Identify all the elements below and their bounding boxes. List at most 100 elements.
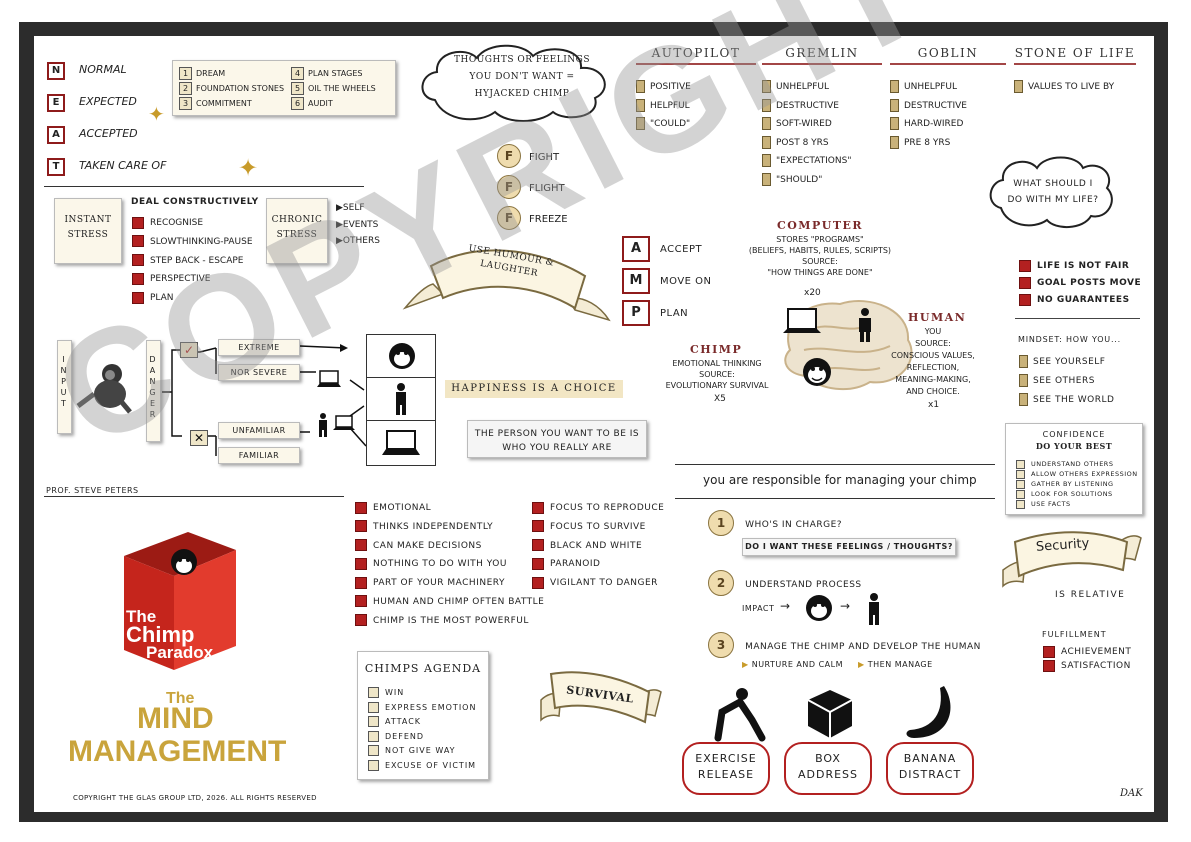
chronic-item: SELF [342, 203, 365, 213]
stage-label: AUDIT [308, 99, 333, 108]
extreme-card: EXTREME [218, 339, 300, 356]
chimp-line: SOURCE: [699, 370, 735, 379]
neat-label: ACCEPTED [79, 127, 138, 140]
confidence-item: ALLOW OTHERS EXPRESSION [1031, 470, 1138, 478]
deal-item: PLAN [150, 293, 174, 304]
step-1: 1 WHO'S IN CHARGE? [708, 510, 842, 536]
laptop-icon [382, 430, 420, 455]
laptop-icon [317, 370, 341, 387]
pill-line: BANANA [903, 752, 957, 765]
box-pill: BOX ADDRESS [784, 742, 872, 795]
column-title: GREMLIN [762, 46, 882, 65]
person-icon [859, 308, 871, 342]
fair-item: GOAL POSTS MOVE [1037, 278, 1142, 288]
outcome-stack [366, 334, 436, 466]
chimp-face-icon [803, 358, 831, 386]
chronic-list: ▶SELF ▶EVENTS ▶OTHERS [336, 203, 380, 246]
trait-item: BLACK AND WHITE [550, 540, 643, 551]
agenda-item: NOT GIVE WAY [385, 746, 456, 755]
neat-letter: N [47, 62, 65, 80]
mindset-item: SEE OTHERS [1033, 376, 1095, 386]
deal-item: STEP BACK - ESCAPE [150, 255, 244, 266]
pill-line: BOX [815, 752, 841, 765]
mind-word: MIND [137, 702, 214, 735]
thought-cloud-text: THOUGHTS OR FEELINGS YOU DON'T WANT = HY… [453, 55, 591, 99]
security-sub: IS RELATIVE [1055, 590, 1126, 600]
agenda-title: CHIMPS AGENDA [364, 662, 482, 675]
book-title-line: Paradox [146, 643, 214, 662]
copyright-line: COPYRIGHT THE GLAS GROUP LTD, 2026. ALL … [73, 794, 317, 802]
fulfillment-item: ACHIEVEMENT [1061, 647, 1132, 657]
amp-label: ACCEPT [660, 244, 703, 255]
agenda-item: ATTACK [385, 717, 422, 726]
star-icon: ✦ [148, 102, 165, 126]
agenda-item: WIN [385, 688, 405, 697]
mindset-list: SEE YOURSELF SEE OTHERS SEE THE WORLD [1019, 353, 1114, 410]
exercise-icon [714, 688, 766, 742]
column-item: PRE 8 YRS [904, 137, 951, 148]
confidence-subtitle: DO YOUR BEST [1035, 441, 1113, 451]
divider [44, 496, 344, 497]
column-item: "SHOULD" [776, 174, 823, 185]
chimp-multiplier: X5 [714, 394, 726, 404]
neat-letter: T [47, 158, 65, 176]
star-icon: ✦ [238, 154, 259, 182]
thought-cloud [421, 44, 606, 122]
fair-item: NO GUARANTEES [1037, 295, 1130, 305]
human-line: CONSCIOUS VALUES, [891, 351, 975, 360]
stage-label: PLAN STAGES [308, 69, 363, 78]
nor-severe-card: NOR SEVERE [218, 364, 300, 381]
trait-item: EMOTIONAL [373, 503, 432, 513]
amp-label: MOVE ON [660, 276, 712, 287]
arrow-right-icon: → [840, 599, 851, 613]
person-icon [319, 413, 327, 437]
survival-banner [540, 671, 662, 724]
trait-item: FOCUS TO REPRODUCE [550, 503, 665, 513]
step-2: 2 UNDERSTAND PROCESS [708, 570, 862, 596]
chimp-paradox-box [124, 532, 236, 670]
nurture-label: NURTURE AND CALM [751, 660, 843, 669]
agenda-list: WIN EXPRESS EMOTION ATTACK DEFEND NOT GI… [368, 686, 476, 773]
computer-line: SOURCE: [802, 257, 838, 266]
divider [1015, 318, 1140, 319]
input-bar: INPUT [57, 340, 72, 434]
cross-icon: ✕ [190, 430, 208, 446]
laptop-icon [333, 415, 355, 430]
column-item: UNHELPFUL [776, 82, 829, 92]
pill-line: EXERCISE [695, 752, 757, 765]
confidence-item: GATHER BY LISTENING [1031, 480, 1114, 488]
chimp-face-icon [806, 595, 832, 621]
column-title: AUTOPILOT [636, 46, 756, 65]
column-item: DESTRUCTIVE [904, 100, 967, 111]
check-icon: ✓ [180, 342, 198, 358]
deal-list: RECOGNISE SLOWTHINKING-PAUSE STEP BACK -… [132, 214, 253, 308]
fff-label: FIGHT [529, 152, 560, 163]
human-line: SOURCE: [915, 339, 951, 348]
trait-item: PART OF YOUR MACHINERY [373, 578, 505, 589]
column-title: STONE OF LIFE [1014, 46, 1136, 65]
author-name: PROF. STEVE PETERS [46, 486, 139, 495]
stage-label: DREAM [196, 69, 226, 78]
pill-line: RELEASE [697, 768, 755, 781]
fff-letter: F [497, 144, 521, 168]
column-item: DESTRUCTIVE [776, 100, 839, 111]
happiness-strip: HAPPINESS IS A CHOICE [445, 380, 623, 398]
deal-item: SLOWTHINKING-PAUSE [150, 236, 253, 247]
book-title: The Chimp Paradox [126, 608, 213, 662]
autopilot-column: AUTOPILOT POSITIVE HELPFUL "COULD" [636, 46, 756, 134]
column-item: POST 8 YRS [776, 137, 829, 148]
pill-line: ADDRESS [797, 768, 859, 781]
impact-label: IMPACT [742, 604, 775, 613]
box-icon [807, 690, 853, 738]
divider [44, 186, 364, 187]
step-label: UNDERSTAND PROCESS [745, 580, 862, 590]
computer-line: "HOW THINGS ARE DONE" [767, 268, 873, 277]
stage-number: 2 [179, 82, 192, 95]
human-line: AND CHOICE. [906, 387, 960, 396]
familiar-card: FAMILIAR [218, 447, 300, 464]
mindset-item: SEE YOURSELF [1033, 357, 1106, 367]
then-label: THEN MANAGE [867, 660, 933, 669]
gremlin-column: GREMLIN UNHELPFUL DESTRUCTIVE SOFT-WIRED… [762, 46, 882, 189]
confidence-title: CONFIDENCE [1042, 430, 1106, 439]
